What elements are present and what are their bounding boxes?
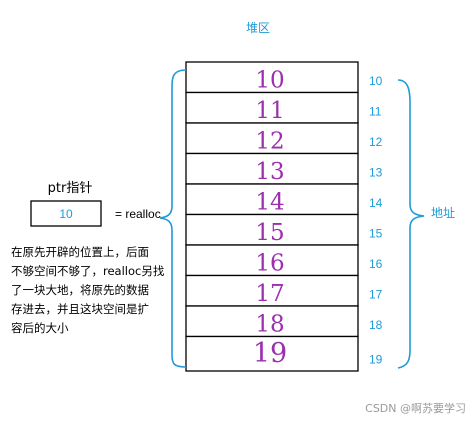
address-label: 地址 [431,206,455,220]
pointer-title: ptr指针 [48,181,93,196]
cell-address: 11 [369,105,382,119]
heap-title: 堆区 [246,21,270,35]
realloc-assignment: = realloc [115,207,161,221]
memory-cell [185,152,359,185]
cell-handwritten-value: 14 [255,190,284,216]
left-brace [159,69,187,368]
cell-address: 14 [369,196,383,210]
explanation-note: 在原先开辟的位置上，后面不够空间不够了，realloc另找了一块大地，将原先的数… [11,245,165,335]
cell-handwritten-value: 10 [255,68,284,94]
memory-cell [185,61,359,94]
cell-address: 13 [369,166,383,180]
cell-handwritten-value: 11 [255,98,284,124]
cell-handwritten-value: 12 [255,129,284,155]
cell-handwritten-value: 19 [253,338,287,369]
cell-handwritten-value: 17 [255,281,284,307]
memory-cell [185,91,359,124]
cell-address: 15 [369,227,383,241]
note-line: 存进去，并且这块空间是扩 [11,302,149,316]
cell-handwritten-value: 18 [255,312,284,338]
pointer-value: 10 [59,207,73,221]
cell-address: 10 [369,74,383,88]
cell-address: 12 [369,135,383,149]
cell-handwritten-value: 15 [255,220,284,246]
note-line: 了一块大地，将原先的数据 [11,283,149,297]
watermark: CSDN @啊苏要学习 [365,401,466,415]
note-line: 不够空间不够了，realloc另找 [11,264,165,278]
pointer-box [30,200,102,227]
memory-cell [185,213,359,246]
right-brace [397,79,425,369]
cell-address: 18 [369,318,383,332]
cell-address: 19 [369,353,383,367]
memory-cell [185,335,359,372]
cell-address: 17 [369,288,383,302]
note-line: 在原先开辟的位置上，后面 [11,245,149,259]
cell-handwritten-value: 13 [255,159,284,185]
cell-handwritten-value: 16 [255,251,284,277]
cell-address: 16 [369,257,383,271]
note-line: 容后的大小 [11,321,69,335]
memory-cell [185,274,359,307]
